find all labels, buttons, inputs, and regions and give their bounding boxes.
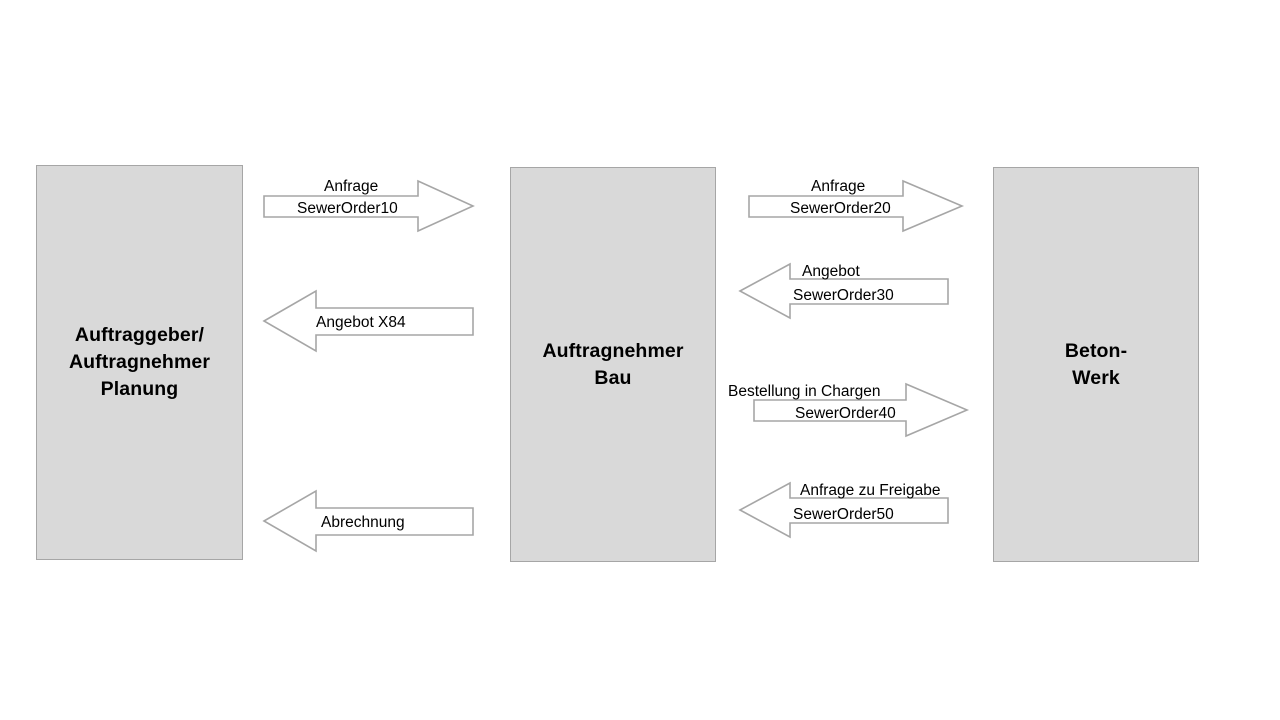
flow-bestellung-sewerorder40[interactable]: Bestellung in Chargen SewerOrder40 xyxy=(728,382,971,438)
flow-angebot-x84[interactable]: Angebot X84 xyxy=(262,289,475,353)
flow-caption: Anfrage xyxy=(324,178,379,195)
arrow-left-icon xyxy=(262,289,474,353)
flow-message: SewerOrder50 xyxy=(793,506,894,523)
node-label: Auftraggeber/ Auftragnehmer Planung xyxy=(68,324,211,400)
flow-anfrage-sewerorder10[interactable]: Anfrage SewerOrder10 xyxy=(263,178,475,233)
arrow-right-icon xyxy=(748,179,965,233)
flow-anfrage-sewerorder20[interactable]: Anfrage SewerOrder20 xyxy=(748,178,966,233)
arrow-left-icon xyxy=(738,481,949,539)
arrow-right-icon xyxy=(263,179,475,233)
node-auftragnehmer-bau[interactable]: Auftragnehmer Bau xyxy=(510,167,716,562)
flow-message: SewerOrder30 xyxy=(793,287,894,304)
flow-message: Abrechnung xyxy=(321,514,405,531)
flow-caption: Angebot xyxy=(802,263,860,280)
flow-message: SewerOrder20 xyxy=(790,200,891,217)
node-beton-werk[interactable]: Beton- Werk xyxy=(993,167,1199,562)
flow-message: SewerOrder10 xyxy=(297,200,398,217)
node-label: Auftragnehmer Bau xyxy=(542,339,684,389)
node-label: Beton- Werk xyxy=(1064,339,1128,389)
flow-angebot-sewerorder30[interactable]: Angebot SewerOrder30 xyxy=(738,262,953,320)
arrow-left-icon xyxy=(738,262,949,320)
arrow-left-icon xyxy=(262,489,474,553)
flow-message: Angebot X84 xyxy=(316,314,406,331)
flow-message: SewerOrder40 xyxy=(795,405,896,422)
flow-caption: Anfrage zu Freigabe xyxy=(800,482,941,499)
flow-caption: Bestellung in Chargen xyxy=(728,383,881,400)
flow-freigabe-sewerorder50[interactable]: Anfrage zu Freigabe SewerOrder50 xyxy=(738,481,953,539)
flow-abrechnung[interactable]: Abrechnung xyxy=(262,489,475,553)
arrow-right-icon xyxy=(753,382,970,438)
node-auftraggeber-planung[interactable]: Auftraggeber/ Auftragnehmer Planung xyxy=(36,165,243,560)
flow-caption: Anfrage xyxy=(811,178,866,195)
